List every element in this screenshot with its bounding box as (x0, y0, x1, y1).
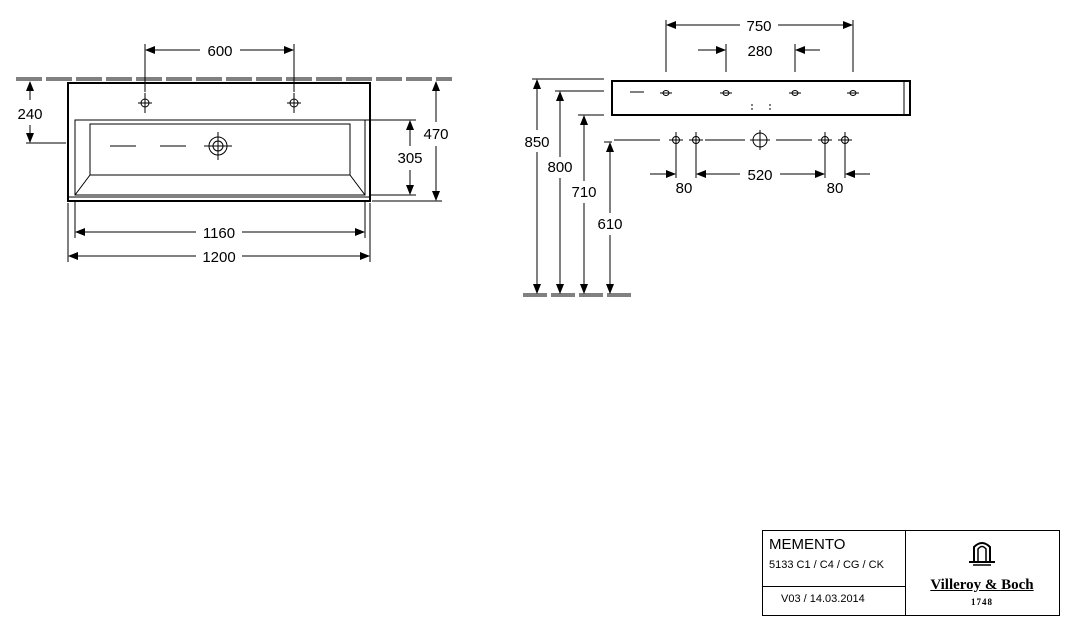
dim-tap-spacing: 600 (207, 43, 232, 60)
villeroy-boch-arch-icon (969, 542, 995, 566)
drawing-version: V03 / 14.03.2014 (781, 593, 865, 605)
basin-outline (67, 82, 371, 202)
brand-logo: Villeroy & Boch 1748 (905, 531, 1059, 615)
dim-800: 800 (547, 159, 572, 176)
dim-depth: 750 (746, 18, 771, 35)
fixing-hole-icon (669, 132, 852, 148)
dim-710: 710 (571, 184, 596, 201)
waste-outlet-icon (750, 130, 770, 150)
dim-height-305: 305 (397, 150, 422, 167)
title-block-info: MEMENTO 5133 C1 / C4 / CG / CK V03 / 14.… (763, 531, 906, 615)
dim-height-470: 470 (423, 126, 448, 143)
tap-hole-right-icon (287, 93, 301, 113)
dim-280: 280 (747, 43, 772, 60)
dim-80-right: 80 (827, 180, 844, 197)
brand-name: Villeroy & Boch (930, 577, 1034, 593)
basin-top-view (611, 80, 911, 116)
product-name: MEMENTO (769, 536, 846, 553)
dim-520: 520 (747, 167, 772, 184)
dim-height-240: 240 (17, 106, 42, 123)
hole-marker-icon (660, 90, 859, 110)
dim-inner-width: 1160 (203, 225, 235, 242)
front-view: 600 240 470 305 1160 1200 (16, 43, 452, 266)
bowl-corner-left (74, 174, 91, 196)
brand-year: 1748 (971, 597, 993, 607)
dim-80-left: 80 (676, 180, 693, 197)
drain-icon (204, 132, 232, 160)
title-block: MEMENTO 5133 C1 / C4 / CG / CK V03 / 14.… (762, 530, 1060, 616)
title-block-product: MEMENTO 5133 C1 / C4 / CG / CK (763, 531, 905, 587)
article-codes: 5133 C1 / C4 / CG / CK (769, 559, 884, 571)
dim-outer-width: 1200 (202, 249, 235, 266)
bowl-inner (89, 123, 351, 176)
side-view: 750 280 850 800 710 610 (523, 18, 911, 297)
bowl-outline (74, 119, 366, 196)
dim-610: 610 (597, 216, 622, 233)
dim-850: 850 (524, 134, 549, 151)
tap-hole-left-icon (138, 93, 152, 113)
bowl-corner-right (349, 174, 366, 196)
